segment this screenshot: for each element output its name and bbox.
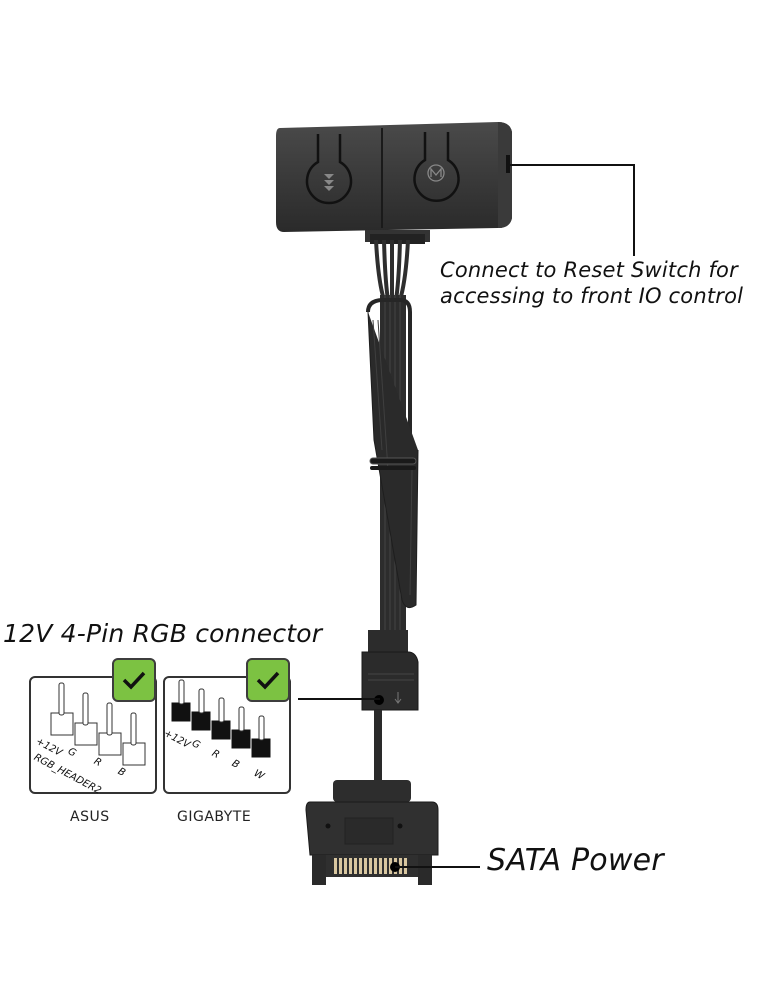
asus-brand-label: ASUS: [70, 809, 110, 825]
sata-power-plug: [305, 780, 439, 885]
gigabyte-brand-label: GIGABYTE: [177, 809, 252, 825]
reset-switch-port: [506, 155, 510, 173]
button-left-keyhole[interactable]: [305, 134, 353, 205]
reset-callout-line1: Connect to Reset Switch for: [440, 258, 738, 282]
reset-callout-leader-h: [509, 164, 634, 166]
gigabyte-header-diagram: +12V G R B W: [162, 676, 291, 794]
asus-supported-check: [112, 658, 156, 702]
reset-switch-callout: Connect to Reset Switch for accessing to…: [440, 257, 743, 309]
rgb-4pin-plug: [361, 630, 419, 711]
sata-callout-leader: [395, 866, 480, 868]
cable-bundle: [366, 240, 419, 660]
sata-power-label: SATA Power: [487, 843, 664, 878]
reset-callout-line2: accessing to front IO control: [440, 284, 744, 308]
connectors: [305, 630, 439, 885]
controller-hub: [276, 122, 512, 244]
rgb-callout-leader: [298, 698, 380, 700]
checkmark-icon: [122, 671, 146, 690]
reset-callout-leader-v: [633, 164, 635, 256]
twist-tie: [369, 457, 417, 465]
checkmark-icon: [256, 671, 280, 690]
gigabyte-supported-check: [246, 658, 290, 702]
gigabyte-pin-header: [170, 679, 272, 759]
mode-m-icon: [427, 164, 445, 182]
rgb-connector-title: 12V 4-Pin RGB connector: [3, 619, 323, 648]
button-right-keyhole[interactable]: [413, 132, 460, 203]
asus-pin-header: [50, 682, 146, 766]
fast-forward-icon: [324, 174, 334, 191]
